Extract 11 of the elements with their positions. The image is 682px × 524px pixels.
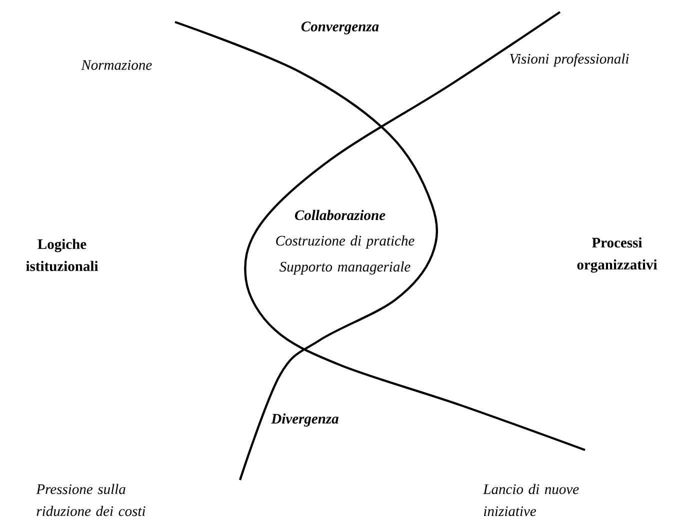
annotation-label: Visioni professionali bbox=[510, 53, 629, 67]
annotation-label: Costruzione di pratiche bbox=[276, 235, 414, 249]
side-label: Processi organizzativi bbox=[577, 237, 658, 273]
annotation-label: Lancio di nuove iniziative bbox=[483, 484, 579, 516]
heading-label: Divergenza bbox=[271, 413, 338, 427]
annotation-label: Normazione bbox=[81, 60, 152, 70]
annotation-label: Supporto manageriale bbox=[280, 261, 410, 275]
heading-label: Convergenza bbox=[301, 22, 379, 34]
side-label: Logiche istituzionali bbox=[26, 238, 98, 272]
heading-label: Collaborazione bbox=[294, 210, 386, 220]
annotation-label: Pressione sulla riduzione dei costi bbox=[36, 484, 146, 516]
